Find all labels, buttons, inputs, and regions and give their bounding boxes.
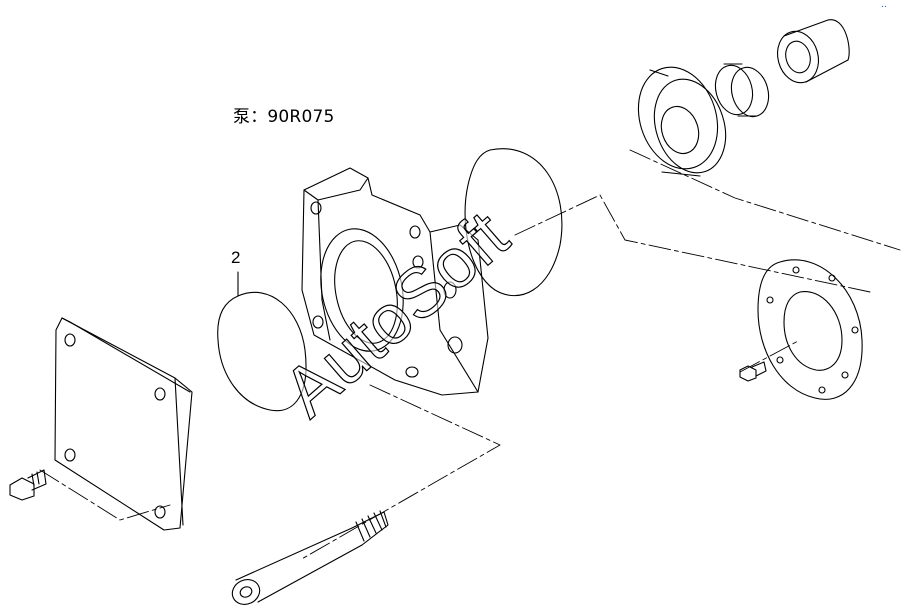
needle-bearing	[714, 63, 770, 118]
callout-label-2: 2	[231, 248, 241, 267]
o-ring-large	[464, 148, 563, 297]
watermark-text: AutoSoft	[269, 196, 523, 431]
flange-gasket	[757, 259, 863, 400]
bearing-flange	[637, 66, 727, 177]
diagram-title: 泵：90R075	[233, 107, 335, 127]
housing-block	[301, 167, 489, 396]
long-screw	[231, 510, 389, 605]
splined-coupling	[776, 19, 850, 84]
assembly-centerline	[39, 149, 901, 561]
cover-plate	[54, 317, 193, 531]
small-bolt-right	[739, 361, 767, 382]
gasket-2	[217, 271, 307, 412]
corner-mark: ..	[881, 0, 887, 10]
small-bolt-left	[9, 469, 47, 501]
